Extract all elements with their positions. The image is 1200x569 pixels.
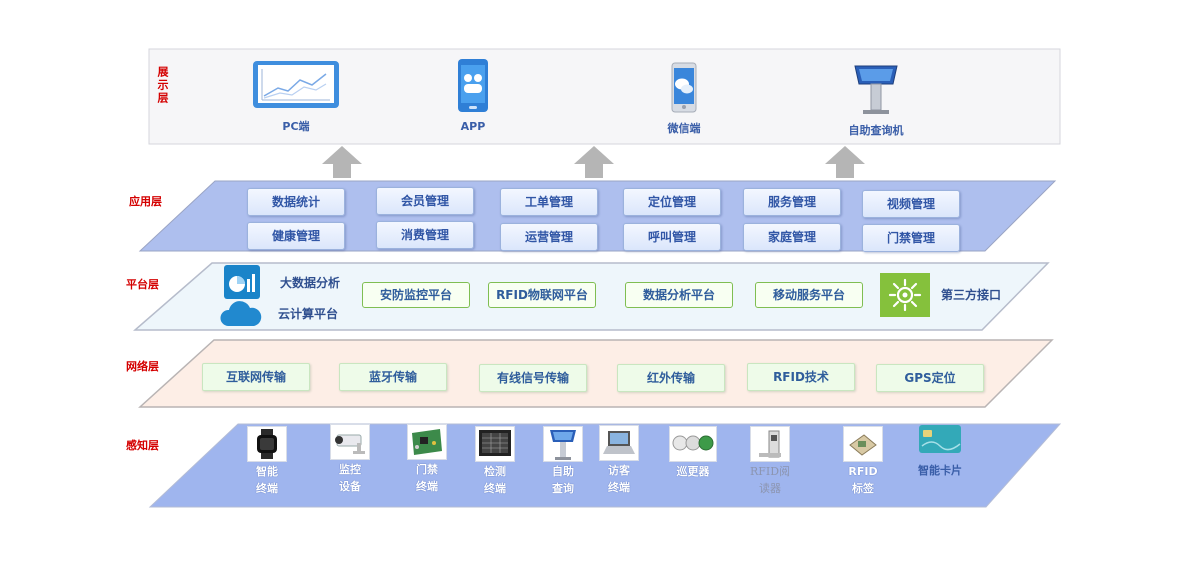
device-label-line1: 门禁 <box>416 463 438 476</box>
rfid-reader-icon <box>750 426 790 462</box>
display-label-pc: PC端 <box>282 120 310 133</box>
device-smart-terminal: 智能 终端 <box>237 426 297 496</box>
up-arrow-3 <box>825 146 865 178</box>
platform-third-party-label: 第三方接口 <box>941 288 1002 302</box>
device-monitoring: 监控 设备 <box>320 424 380 494</box>
perception-layer-label: 感知层 <box>126 439 159 452</box>
app-family-management[interactable]: 家庭管理 <box>743 223 841 251</box>
display-item-app: APP <box>413 58 533 133</box>
device-label-line2: 终端 <box>256 482 278 495</box>
display-layer-label: 展示层 <box>156 66 169 105</box>
device-label-line1: 智能 <box>256 465 278 478</box>
app-location-management[interactable]: 定位管理 <box>623 188 721 216</box>
app-video-management[interactable]: 视频管理 <box>862 190 960 218</box>
app-health-management[interactable]: 健康管理 <box>247 222 345 250</box>
network-gps-positioning[interactable]: GPS定位 <box>876 364 984 392</box>
device-label-line1: 检测 <box>484 465 506 478</box>
device-label-line1: 智能卡片 <box>918 464 962 477</box>
app-work-order-management[interactable]: 工单管理 <box>500 188 598 216</box>
wechat-phone-icon <box>671 62 697 113</box>
app-call-management[interactable]: 呼叫管理 <box>623 223 721 251</box>
device-label-line1: 自助 <box>552 465 574 478</box>
device-label-line1: RFID阅 <box>749 465 791 478</box>
app-data-statistics[interactable]: 数据统计 <box>247 188 345 216</box>
device-self-service: 自助 查询 <box>533 426 593 496</box>
platform-data-analysis[interactable]: 数据分析平台 <box>625 282 733 308</box>
display-item-pc: PC端 <box>236 60 356 134</box>
platform-rfid-iot[interactable]: RFID物联网平台 <box>488 282 596 308</box>
device-label-line2: 终端 <box>484 482 506 495</box>
platform-big-data-label: 大数据分析 <box>280 276 341 290</box>
app-access-control-management[interactable]: 门禁管理 <box>862 224 960 252</box>
device-access-terminal: 门禁 终端 <box>397 424 457 494</box>
display-item-kiosk: 自助查询机 <box>816 62 936 138</box>
smartphone-app-icon <box>458 59 488 112</box>
device-label-line1: 监控 <box>339 463 361 476</box>
display-label-kiosk: 自助查询机 <box>848 124 904 137</box>
kiosk-icon <box>854 65 898 114</box>
platform-layer-label: 平台层 <box>126 278 159 291</box>
circuit-board-icon <box>407 424 447 460</box>
display-label-app: APP <box>460 120 486 133</box>
network-internet-transmission[interactable]: 互联网传输 <box>202 363 310 391</box>
device-label-line2: 标签 <box>852 482 874 495</box>
device-label-line2: 终端 <box>416 480 438 493</box>
laptop-device-icon <box>599 425 639 461</box>
device-label-line1: RFID <box>848 465 878 478</box>
platform-cloud-label: 云计算平台 <box>278 307 339 321</box>
app-member-management[interactable]: 会员管理 <box>376 187 474 215</box>
monitor-screen-icon <box>475 426 515 462</box>
app-service-management[interactable]: 服务管理 <box>743 188 841 216</box>
third-party-interface-icon <box>880 273 930 317</box>
platform-mobile-service[interactable]: 移动服务平台 <box>755 282 863 308</box>
device-label-line2: 查询 <box>552 482 574 495</box>
network-wired-signal-transmission[interactable]: 有线信号传输 <box>479 364 587 392</box>
device-label-line2: 终端 <box>608 481 630 494</box>
big-data-chart-icon <box>224 265 260 299</box>
network-rfid-technology[interactable]: RFID技术 <box>747 363 855 391</box>
security-camera-icon <box>330 424 370 460</box>
device-rfid-reader: RFID阅 读器 <box>740 426 800 496</box>
up-arrow-2 <box>574 146 614 178</box>
display-label-wechat: 微信端 <box>667 122 701 135</box>
patrol-device-icon <box>669 426 717 462</box>
device-label-line1: 访客 <box>608 464 630 477</box>
display-item-wechat: 微信端 <box>624 62 744 136</box>
kiosk-terminal-icon <box>543 426 583 462</box>
device-rfid-tag: RFID 标签 <box>833 426 893 496</box>
device-detection-terminal: 检测 终端 <box>465 426 525 496</box>
cloud-icon <box>220 301 262 326</box>
device-visitor-terminal: 访客 终端 <box>589 425 649 495</box>
up-arrow-1 <box>322 146 362 178</box>
smartwatch-icon <box>247 426 287 462</box>
platform-security-monitoring[interactable]: 安防监控平台 <box>362 282 470 308</box>
device-label-line2: 读器 <box>759 482 781 495</box>
app-operation-management[interactable]: 运营管理 <box>500 223 598 251</box>
network-layer-label: 网络层 <box>126 360 159 373</box>
device-label-line2: 设备 <box>339 480 361 493</box>
app-consumption-management[interactable]: 消费管理 <box>376 221 474 249</box>
monitor-chart-icon <box>253 61 339 108</box>
smart-card-icon <box>918 424 962 454</box>
perception-plane <box>148 423 1062 508</box>
device-label-line1: 巡更器 <box>676 465 710 478</box>
device-patrol: 巡更器 <box>663 426 723 479</box>
rfid-tag-icon <box>843 426 883 462</box>
device-smart-card: 智能卡片 <box>905 424 975 478</box>
application-layer-label: 应用层 <box>129 195 162 208</box>
network-infrared-transmission[interactable]: 红外传输 <box>617 364 725 392</box>
network-bluetooth-transmission[interactable]: 蓝牙传输 <box>339 363 447 391</box>
